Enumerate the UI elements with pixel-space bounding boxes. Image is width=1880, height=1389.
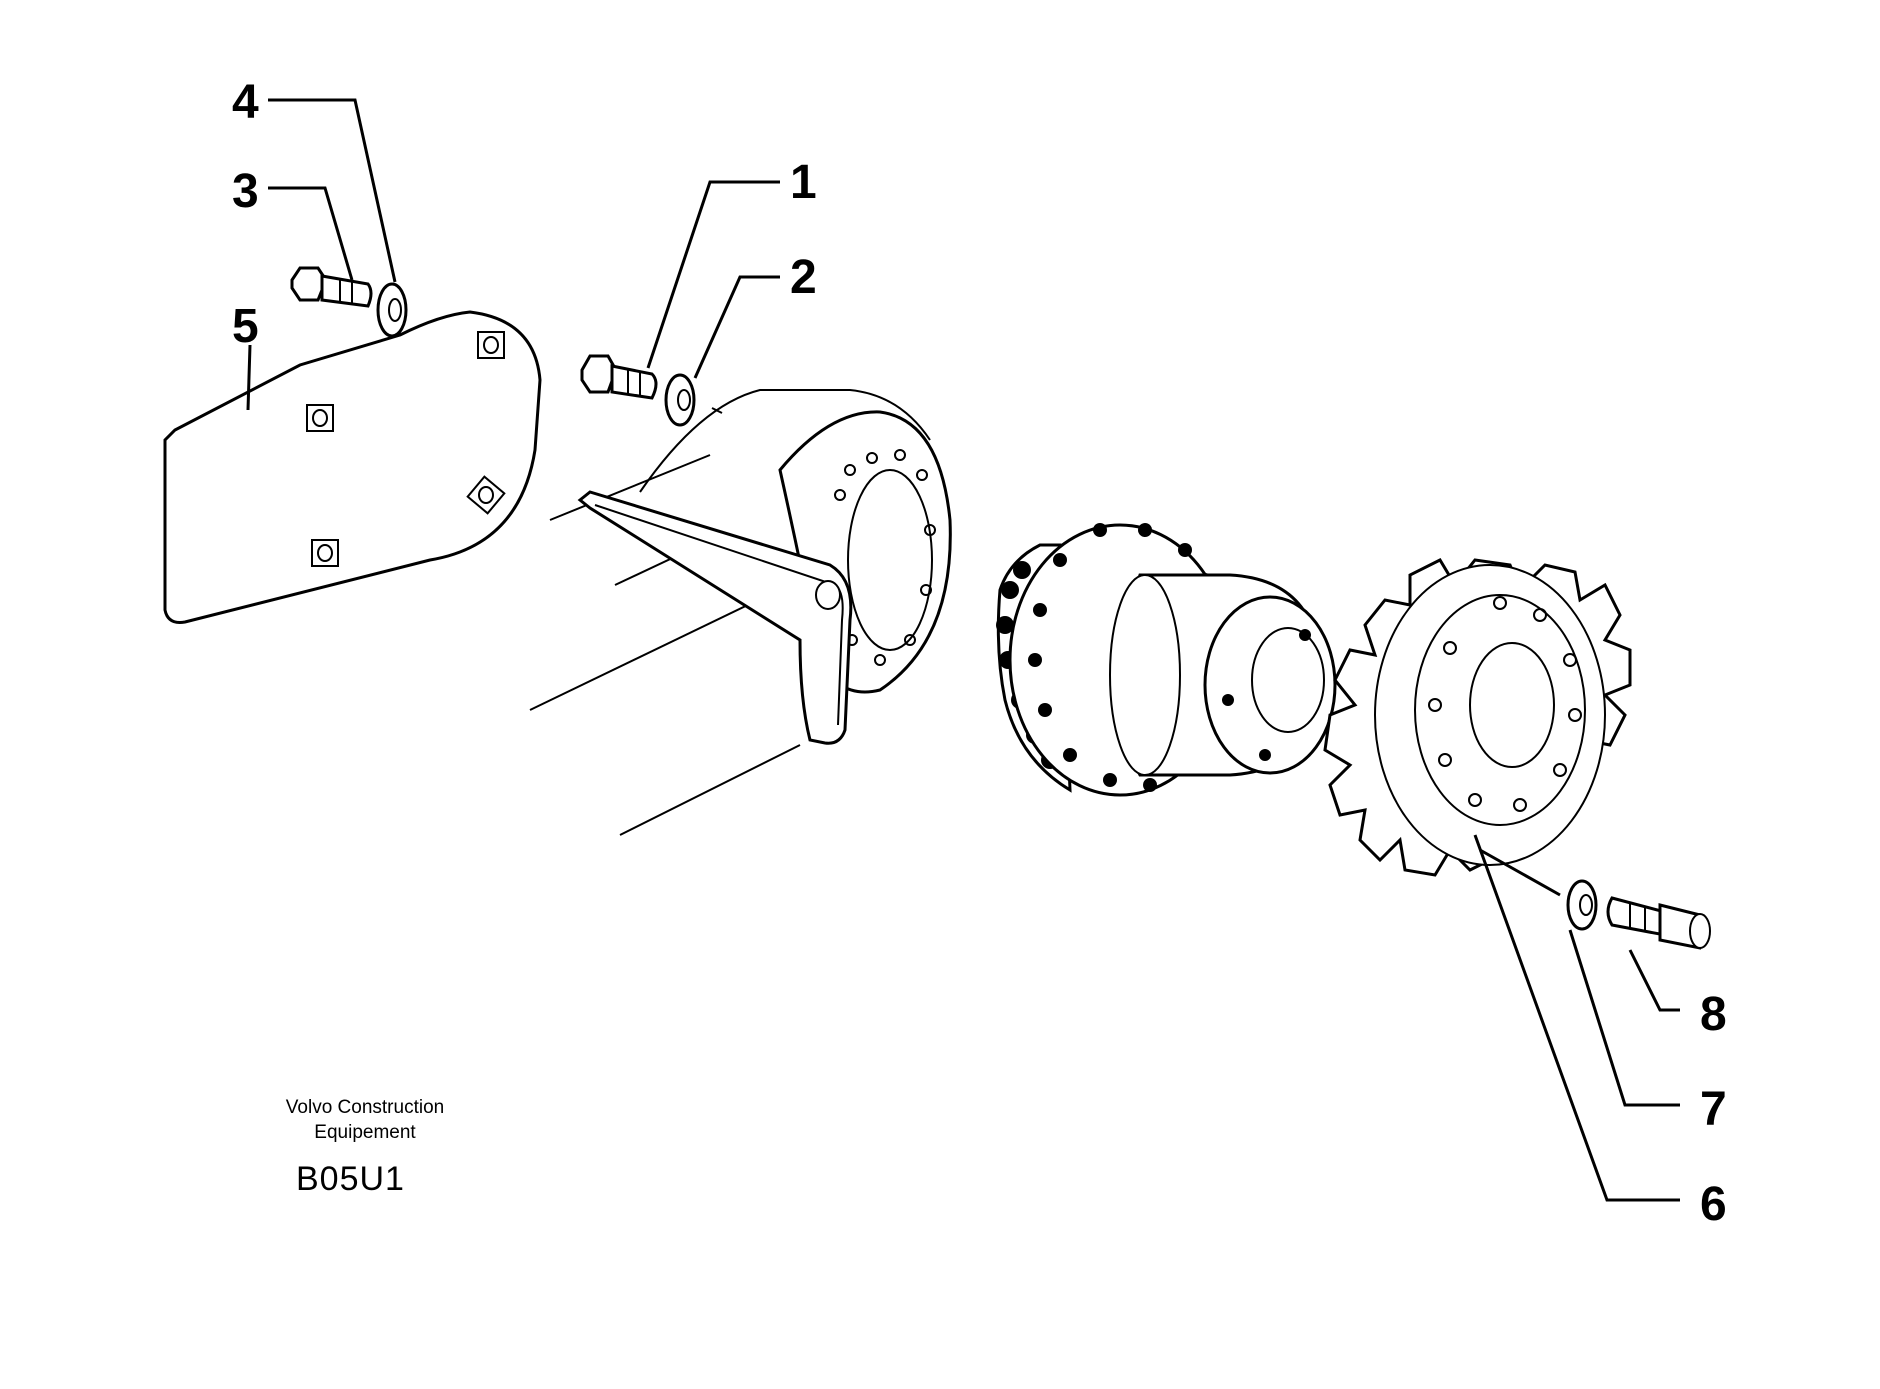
housing-bolt-holes xyxy=(834,449,936,666)
cover-plate-part xyxy=(163,310,542,624)
hub-motor-part xyxy=(996,523,1337,797)
drawing-code: B05U1 xyxy=(296,1160,405,1198)
cap-screw-part xyxy=(1606,896,1711,950)
plate-nut xyxy=(311,539,339,567)
sprocket-bolt-holes xyxy=(1428,596,1582,812)
bolt-middle-part xyxy=(580,354,658,400)
brand-line-2: Equipement xyxy=(314,1122,416,1143)
washer-upper-part xyxy=(376,282,408,338)
plate-nut xyxy=(306,404,334,432)
bolt-upper-part xyxy=(290,266,373,308)
brand-line-1: Volvo Construction xyxy=(285,1097,445,1118)
plate-nut xyxy=(477,331,505,359)
callout-5: 5 xyxy=(232,300,259,353)
callout-2: 2 xyxy=(790,251,817,304)
leader-lines xyxy=(246,98,1680,1202)
plate-nut xyxy=(466,475,506,515)
sprocket-part xyxy=(1323,558,1632,877)
callout-8: 8 xyxy=(1700,988,1727,1041)
callout-3: 3 xyxy=(232,165,259,218)
track-frame-housing xyxy=(529,389,952,836)
washer-sprocket-part xyxy=(1566,879,1598,931)
callout-6: 6 xyxy=(1700,1178,1727,1231)
hub-flange-holes xyxy=(1028,523,1212,792)
callout-1: 1 xyxy=(790,156,817,209)
washer-middle-part xyxy=(664,373,723,427)
callout-labels: 1 2 3 4 5 6 7 8 xyxy=(232,76,1727,1231)
callout-4: 4 xyxy=(232,76,259,129)
brand-caption: Volvo Construction Equipement xyxy=(240,1095,490,1145)
callout-7: 7 xyxy=(1700,1083,1727,1136)
